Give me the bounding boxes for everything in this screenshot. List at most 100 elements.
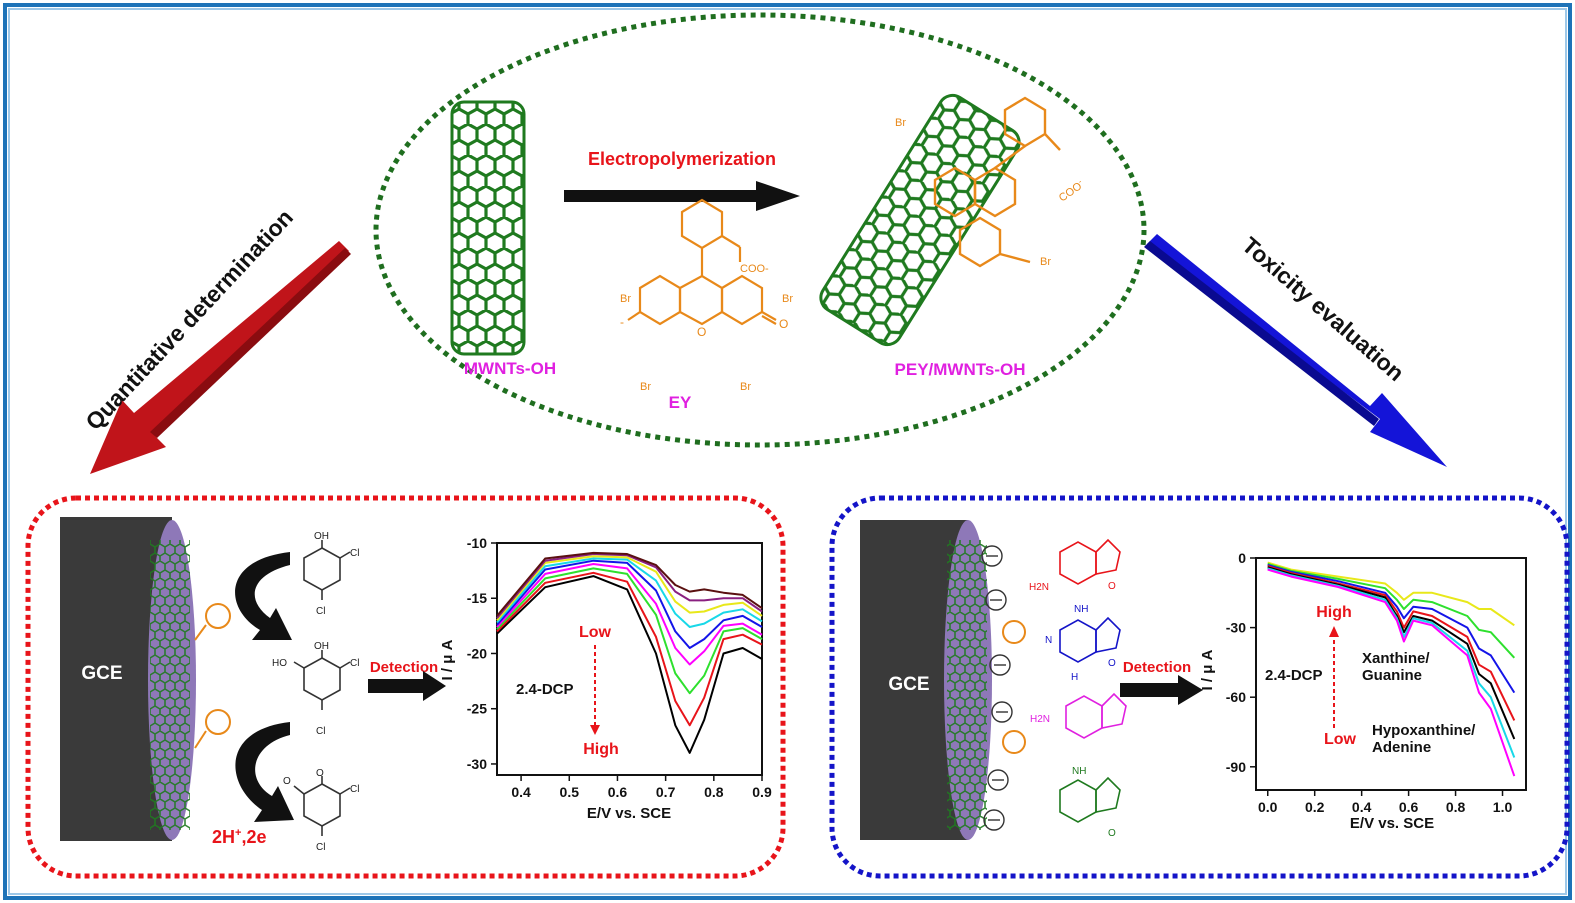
chart1-series-line-3 [1267,565,1516,721]
chart0-x-tick-label: 0.6 [608,784,628,800]
negative-charge-markers [981,545,1013,831]
chart1-x-tick-label: 0.2 [1305,799,1325,815]
ey-o-minus: - [620,315,624,329]
right-composite-layer [947,540,987,830]
catechol-molecule [293,650,351,710]
chart0-series-line-0 [496,575,763,754]
right-chart-trend-arrowhead [1329,626,1339,637]
left-composite-layer [150,540,190,830]
mwnts-nanotube [450,100,526,356]
left-chart-low: Low [579,624,612,641]
pey-coo-label: COO- [1056,177,1087,205]
ey-br-2: Br [782,293,793,305]
chart0-x-tick-label: 0.7 [656,784,676,800]
quinone-cl-1: Cl [350,784,359,795]
adenine-molecule [1065,692,1127,739]
chart0-x-tick-label: 0.4 [511,784,531,800]
right-gce-label: GCE [888,674,929,695]
process-oval [373,12,1147,448]
electropolymerization-arrow [564,181,800,211]
chart1-y-tick-label: -90 [1226,759,1246,775]
chart0-series-line-7 [496,553,763,619]
chart1-x-tick-label: 0.4 [1352,799,1372,815]
right-chart-low: Low [1324,731,1357,748]
chart1-series-line-6 [1267,568,1516,777]
chart1-y-tick-label: 0 [1238,550,1246,566]
pey-br-2: Br [1040,256,1051,268]
right-chart-analyte: 2.4-DCP [1265,667,1323,684]
right-chart-peak2-line2: Adenine [1372,739,1431,756]
right-chart-frame [1255,557,1527,791]
hypoxanthine-nh: NH [1072,766,1086,777]
catechol-cl-2: Cl [316,726,325,737]
ey-label: EY [669,393,692,412]
ey-coo-label: COO- [740,263,769,275]
chart0-y-tick-label: -25 [467,701,487,717]
toxicity-arrow [1144,234,1447,467]
right-chart-peak1-line1: Xanthine/ [1362,650,1430,667]
left-chart-trend-arrowhead [590,725,600,735]
ey-br-4: Br [740,381,751,393]
chart0-x-tick-label: 0.8 [704,784,724,800]
chart1-series-line-4 [1267,566,1516,740]
right-chart-ylabel: I / μ A [1199,649,1216,690]
pey-br-1: Br [895,117,906,129]
pey-mwnts-composite [819,93,1061,347]
guanine-o: O [1108,581,1116,592]
chart1-series-line-1 [1267,562,1516,659]
chart0-series-line-6 [496,555,763,621]
chart1-y-tick-label: -30 [1226,620,1246,636]
dcp-cl-2: Cl [316,606,325,617]
catechol-oh: OH [314,641,329,652]
ey-ring-o: O [697,325,706,339]
chart1-y-tick-label: -60 [1226,689,1246,705]
right-panel-border [829,495,1570,879]
left-chart-xlabel: E/V vs. SCE [587,805,671,822]
right-detection-label: Detection [1123,659,1191,676]
xanthine-nh: NH [1074,604,1088,615]
chart0-y-tick-label: -15 [467,590,487,606]
ey-br-1: Br [620,293,631,305]
chart0-x-tick-label: 0.9 [752,784,772,800]
chart0-series-line-5 [496,557,763,628]
quantitative-arrow [90,241,351,474]
chart1-series-line-0 [1267,561,1515,627]
chart0-series-line-2 [496,567,763,695]
chart1-x-tick-label: 0.0 [1258,799,1278,815]
quinone-o-1: O [283,776,291,787]
left-curved-arrow-bottom [235,722,294,822]
chart1-series-line-2 [1267,564,1516,694]
dcp-molecule [303,540,351,600]
chart0-series-line-4 [496,559,763,649]
left-detection-arrow [368,671,446,701]
hypoxanthine-molecule [1059,776,1121,823]
xanthine-h: H [1071,672,1078,683]
electron-transfer-label: 2H+,2e [212,827,266,847]
ey-molecule [627,198,777,326]
right-chart-peak1-line2: Guanine [1362,667,1422,684]
quinone-molecule [293,776,351,836]
left-panel-border [25,495,786,879]
catechol-cl-1: Cl [350,658,359,669]
chart0-series-line-3 [496,563,763,666]
chart0-series-line-8 [496,551,763,617]
guanine-molecule [1059,538,1121,585]
chart0-y-tick-label: -30 [467,756,487,772]
right-chart-high: High [1316,604,1352,621]
quinone-o-2: O [316,768,324,779]
catechol-ho: HO [272,658,287,669]
xanthine-o: O [1108,658,1116,669]
right-chart-xlabel: E/V vs. SCE [1350,815,1434,832]
left-curved-arrow-top [235,552,292,640]
guanine-h2n: H2N [1029,582,1049,593]
chart0-series-line-1 [496,571,763,727]
right-dye-units [1002,620,1026,754]
pey-label: PEY/MWNTs-OH [895,360,1026,379]
left-dye-units [194,603,231,749]
chart1-x-tick-label: 0.8 [1446,799,1466,815]
mwnts-label: MWNTs-OH [464,359,556,378]
